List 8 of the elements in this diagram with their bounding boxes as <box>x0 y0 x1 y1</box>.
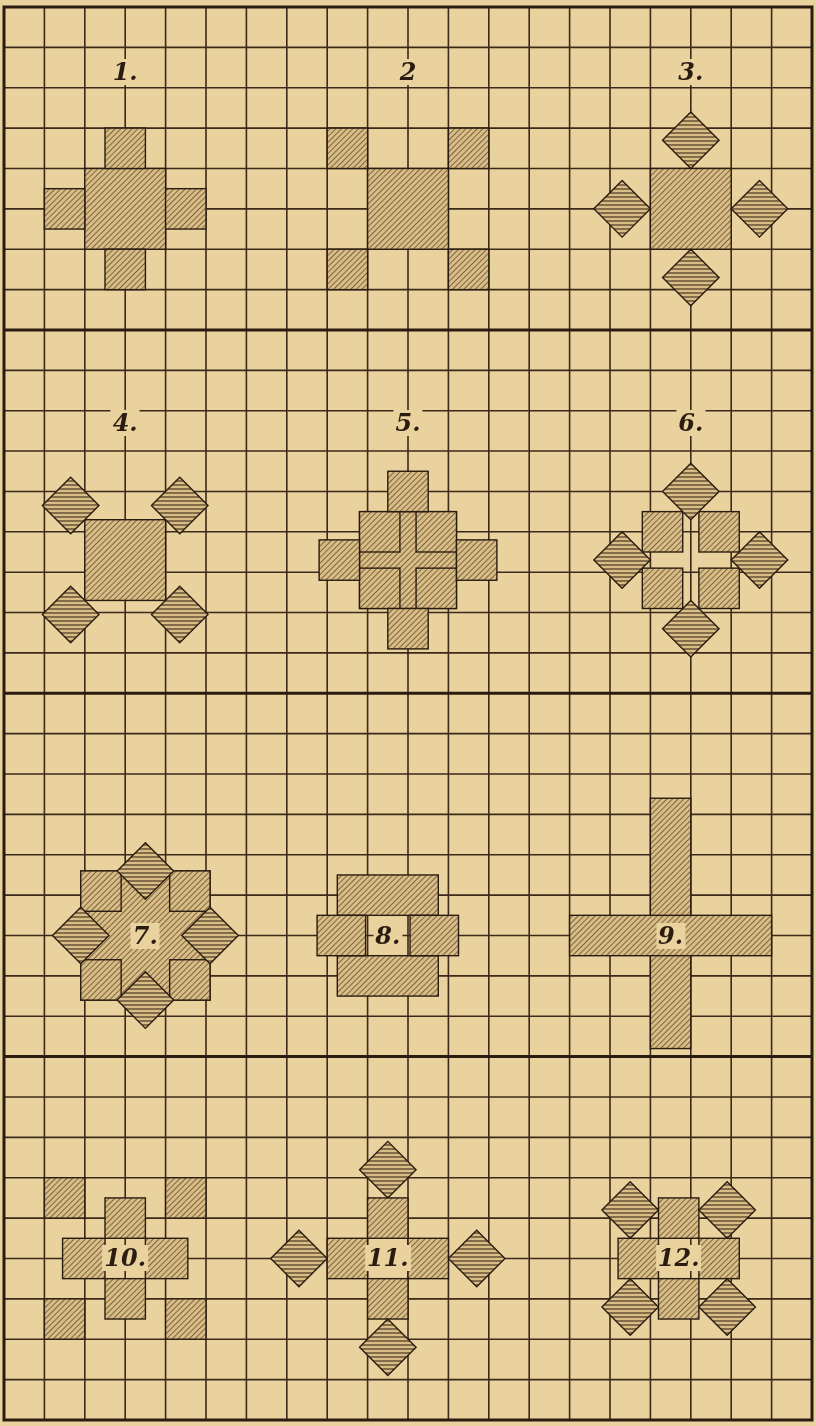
figure-number: 9. <box>656 922 686 949</box>
figure-number: 12. <box>655 1245 702 1272</box>
figure-number: 10. <box>102 1245 149 1272</box>
figure-number: 4. <box>110 409 140 436</box>
figure-number: 6. <box>676 409 706 436</box>
figure-number: 5. <box>393 409 423 436</box>
figure-number: 7. <box>130 922 160 949</box>
figure-number: 11. <box>364 1245 411 1272</box>
